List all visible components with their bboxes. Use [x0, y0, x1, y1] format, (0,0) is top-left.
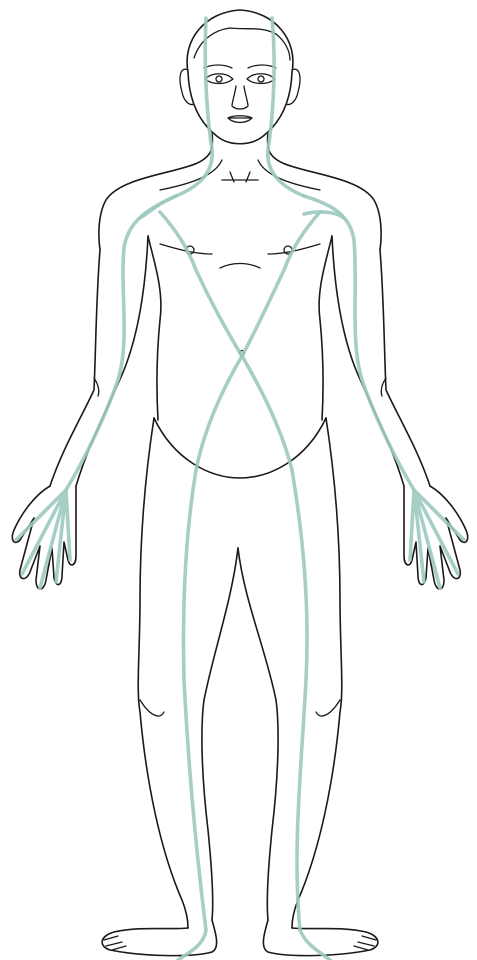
- head-outline: [187, 10, 293, 144]
- right-leg-inner: [238, 548, 278, 920]
- left-armpit-side: [148, 236, 161, 420]
- sternum: [220, 264, 260, 269]
- right-arm: [332, 236, 468, 589]
- left-arm: [12, 236, 148, 589]
- left-leg-inner: [202, 548, 238, 920]
- right-foot: [263, 920, 377, 956]
- right-armpit-side: [319, 236, 332, 420]
- right-arm-inner: [332, 236, 404, 486]
- channel-right-shoulder: [304, 212, 344, 218]
- clavicle-left: [160, 160, 222, 190]
- left-leg-outer: [138, 418, 188, 928]
- nose: [232, 86, 248, 109]
- channel-right-arm: [304, 196, 414, 490]
- left-foot: [102, 920, 216, 956]
- clavicle-right: [258, 160, 320, 190]
- left-arm-outer: [50, 250, 100, 486]
- left-knee: [140, 700, 164, 716]
- left-pupil: [216, 76, 222, 82]
- left-arm-inner: [76, 236, 148, 486]
- right-leg-outer: [292, 418, 342, 928]
- pelvis-curve: [154, 418, 326, 478]
- right-eyebrow: [248, 65, 276, 68]
- right-knee: [316, 700, 340, 716]
- channel-left-arm: [66, 196, 176, 490]
- right-arm-outer: [380, 250, 430, 486]
- head: [180, 10, 300, 144]
- channel-lines: [16, 18, 464, 960]
- left-toes: [104, 936, 126, 950]
- legs: [102, 418, 378, 956]
- mouth: [228, 116, 252, 123]
- right-toes: [354, 936, 376, 950]
- left-eyebrow: [204, 65, 232, 68]
- neck-notch: [222, 172, 258, 182]
- right-pupil: [258, 76, 264, 82]
